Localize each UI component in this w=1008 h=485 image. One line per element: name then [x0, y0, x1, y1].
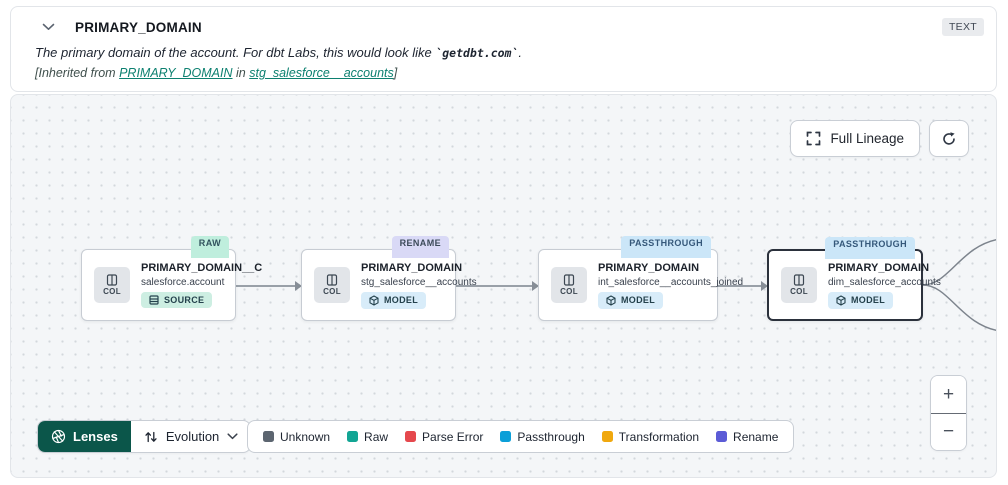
legend-swatch [716, 431, 728, 442]
zoom-controls: + − [930, 375, 967, 451]
chevron-down-icon [227, 433, 238, 440]
legend-swatch [601, 431, 613, 442]
evolution-legend: Unknown Raw Parse Error Passthrough Tran… [247, 420, 795, 453]
column-chip: COL [94, 267, 130, 303]
resource-badge-model: MODEL [598, 291, 663, 309]
legend-label: Parse Error [422, 429, 484, 444]
lineage-node-int[interactable]: PASSTHROUGH COL PRIMARY_DOMAIN int_sales… [538, 236, 743, 321]
node-model-name: stg_salesforce__accounts [361, 276, 477, 288]
edge-stg-to-int [456, 281, 539, 291]
source-icon [149, 295, 159, 305]
col-chip-label: COL [790, 287, 808, 296]
description-code: `getdbt.com` [435, 46, 519, 60]
legend-item-raw: Raw [347, 430, 388, 444]
lenses-button[interactable]: Lenses [38, 421, 131, 452]
full-lineage-label: Full Lineage [830, 131, 904, 146]
inherited-middle: in [232, 66, 250, 80]
resource-badge-source: SOURCE [141, 292, 213, 308]
legend-label: Transformation [618, 429, 700, 444]
node-model-name: int_salesforce__accounts_joined [598, 276, 744, 288]
lineage-node-stg[interactable]: RENAME COL PRIMARY_DOMAIN stg_salesforce… [301, 236, 477, 321]
node-column-name: PRIMARY_DOMAIN [598, 261, 700, 274]
inherited-prefix: [Inherited from [35, 66, 120, 80]
edge-int-to-dim [718, 281, 768, 291]
lineage-node-dim-selected[interactable]: PASSTHROUGH COL PRIMARY_DOMAIN dim_sales… [767, 237, 941, 321]
resource-label: MODEL [384, 295, 418, 305]
edge-dim-downstream-branches [923, 239, 996, 331]
status-badge-passthrough: PASSTHROUGH [825, 237, 915, 259]
legend-label: Raw [364, 429, 389, 444]
columns-icon [326, 274, 338, 286]
resource-badge-model: MODEL [828, 291, 893, 309]
resource-badge-model: MODEL [361, 291, 426, 309]
resource-label: MODEL [621, 295, 655, 305]
description-period: . [518, 45, 523, 60]
column-chip: COL [551, 267, 587, 303]
node-column-name: PRIMARY_DOMAIN [828, 261, 930, 274]
refresh-icon [941, 131, 957, 147]
fullscreen-icon [806, 131, 821, 146]
legend-label: Passthrough [517, 429, 585, 444]
edge-source-to-stg [236, 281, 302, 291]
zoom-in-button[interactable]: + [931, 376, 966, 413]
node-model-name: salesforce.account [141, 277, 225, 288]
lineage-node-source[interactable]: RAW COL PRIMARY_DOMAIN__C salesforce.acc… [81, 236, 262, 321]
status-badge-rename: RENAME [391, 236, 449, 258]
resource-label: MODEL [851, 295, 885, 305]
model-icon [369, 294, 379, 306]
refresh-button[interactable] [929, 120, 969, 157]
columns-icon [793, 274, 805, 286]
legend-item-passthrough: Passthrough [500, 429, 585, 444]
description-text: The primary domain of the account. For d… [35, 45, 436, 60]
columns-icon [106, 274, 118, 286]
full-lineage-button[interactable]: Full Lineage [790, 120, 920, 157]
status-badge-raw: RAW [190, 236, 229, 258]
inherited-from-note: [Inherited from PRIMARY_DOMAIN in stg_sa… [35, 66, 984, 80]
node-column-name: PRIMARY_DOMAIN__C [141, 262, 263, 274]
inherited-suffix: ] [393, 66, 398, 80]
lineage-canvas[interactable]: Full Lineage RAW [10, 94, 997, 478]
lens-selector-dropdown[interactable]: Evolution [131, 421, 250, 452]
inherited-model-link[interactable]: stg_salesforce__accounts [249, 66, 394, 80]
col-chip-label: COL [560, 287, 578, 296]
col-chip-label: COL [103, 287, 121, 296]
column-chip: COL [781, 267, 817, 303]
node-body: COL PRIMARY_DOMAIN dim_salesforce_accoun… [781, 262, 941, 309]
node-column-name: PRIMARY_DOMAIN [361, 261, 463, 274]
column-name-title: PRIMARY_DOMAIN [75, 19, 202, 35]
lenses-label: Lenses [73, 429, 118, 444]
column-details-panel: PRIMARY_DOMAIN TEXT The primary domain o… [10, 6, 997, 92]
legend-swatch [263, 431, 274, 442]
legend-item-unknown: Unknown [263, 430, 330, 444]
node-model-name: dim_salesforce_accounts [828, 276, 941, 288]
selected-lens-label: Evolution [165, 429, 220, 444]
column-chip: COL [314, 267, 350, 303]
node-body: COL PRIMARY_DOMAIN__C salesforce.account… [94, 262, 262, 308]
resource-label: SOURCE [164, 295, 205, 305]
node-body: COL PRIMARY_DOMAIN int_salesforce__accou… [551, 261, 743, 309]
model-icon [606, 294, 616, 306]
legend-label: Unknown [280, 429, 331, 444]
columns-icon [563, 274, 575, 286]
aperture-icon [51, 429, 66, 444]
inherited-column-link[interactable]: PRIMARY_DOMAIN [119, 66, 233, 80]
column-description: The primary domain of the account. For d… [35, 45, 984, 60]
legend-item-rename: Rename [716, 430, 778, 444]
col-chip-label: COL [323, 287, 341, 296]
legend-label: Rename [733, 429, 779, 444]
collapse-chevron-icon[interactable] [35, 17, 61, 37]
legend-swatch [405, 431, 417, 442]
zoom-out-button[interactable]: − [931, 413, 966, 450]
legend-swatch [500, 431, 512, 442]
status-badge-passthrough: PASSTHROUGH [621, 236, 711, 258]
column-type-badge: TEXT [941, 18, 984, 36]
legend-item-transformation: Transformation [601, 429, 700, 444]
model-icon [836, 294, 846, 306]
legend-swatch [347, 431, 359, 442]
node-body: COL PRIMARY_DOMAIN stg_salesforce__accou… [314, 262, 477, 309]
canvas-top-controls: Full Lineage [790, 120, 969, 157]
swap-vertical-icon [144, 430, 158, 444]
legend-item-parse-error: Parse Error [405, 430, 483, 444]
lenses-control-group: Lenses Evolution [37, 420, 252, 453]
